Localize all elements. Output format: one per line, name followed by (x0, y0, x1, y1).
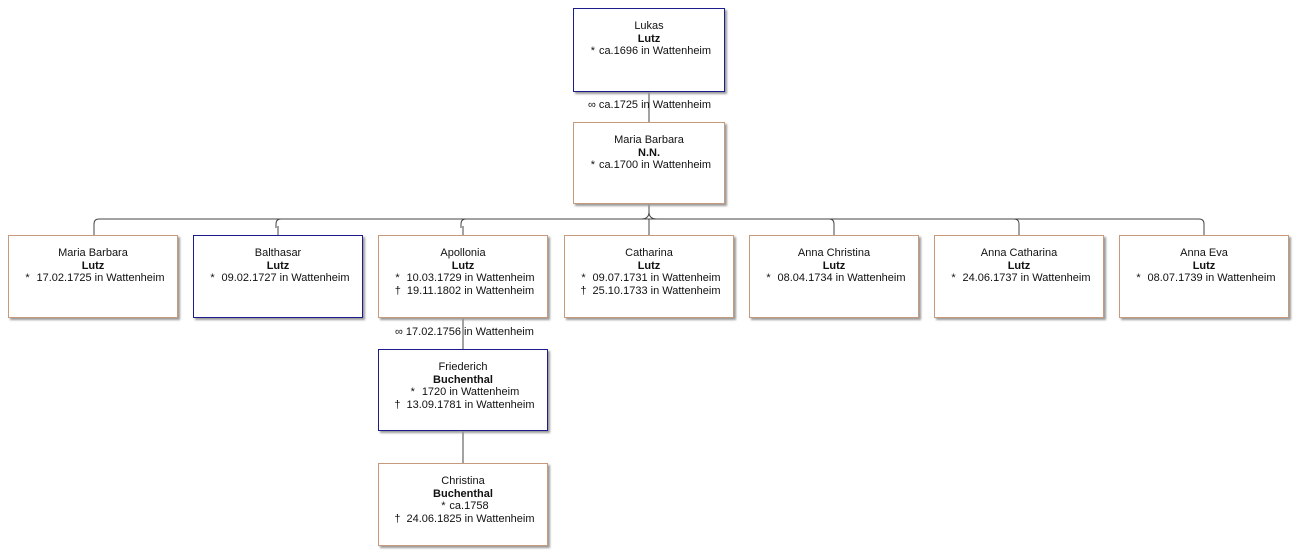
birth-icon: * (951, 272, 956, 284)
surname: N.N. (638, 146, 660, 159)
first-name: Christina (441, 475, 485, 487)
first-name: Anna Christina (797, 247, 871, 259)
death-icon: † (394, 398, 401, 411)
birth-icon: * (410, 386, 415, 398)
birth-line: * 08.07.1739 in Wattenheim (1120, 272, 1288, 285)
death-icon: † (580, 284, 587, 297)
surname: Lutz (637, 259, 661, 272)
first-name: Anna Eva (1180, 247, 1228, 259)
birth-icon: * (581, 272, 586, 284)
marriage-icon: ∞ (588, 99, 596, 111)
surname: Lutz (822, 259, 846, 272)
first-name: Apollonia (440, 247, 486, 259)
marriage-label-parents: ∞ ca.1725 in Wattenheim (588, 99, 712, 111)
surname: Buchenthal (433, 487, 493, 500)
birth-icon: * (210, 272, 215, 284)
person-card-maria-barbara-nn[interactable]: Maria Barbara N.N. *ca.1700 in Wattenhei… (573, 122, 725, 204)
first-name: Maria Barbara (58, 247, 128, 259)
birth-icon: * (395, 272, 400, 284)
surname: Lutz (1192, 259, 1216, 272)
death-icon: † (394, 284, 401, 297)
birth-icon: * (590, 45, 596, 57)
birth-line: * 10.03.1729 in Wattenheim (379, 272, 547, 285)
person-card-friederich-buchenthal[interactable]: Friederich Buchenthal * 1720 in Wattenhe… (378, 349, 548, 431)
first-name: Lukas (634, 20, 664, 32)
death-line: † 19.11.1802 in Wattenheim (379, 285, 547, 298)
death-line: † 13.09.1781 in Wattenheim (379, 399, 547, 412)
birth-line: * 24.06.1737 in Wattenheim (935, 272, 1103, 285)
surname: Lutz (451, 259, 475, 272)
person-card-anna-christina-lutz[interactable]: Anna Christina Lutz * 08.04.1734 in Watt… (749, 235, 919, 318)
first-name: Friederich (438, 361, 488, 373)
person-card-balthasar-lutz[interactable]: Balthasar Lutz * 09.02.1727 in Wattenhei… (193, 235, 363, 318)
birth-line: *ca.1758 (379, 500, 547, 513)
death-icon: † (394, 512, 401, 525)
death-line: † 25.10.1733 in Wattenheim (565, 285, 733, 298)
birth-icon: * (1136, 272, 1141, 284)
person-card-lukas-lutz[interactable]: Lukas Lutz *ca.1696 in Wattenheim (573, 8, 725, 92)
birth-line: * 17.02.1725 in Wattenheim (9, 272, 177, 285)
surname: Lutz (81, 259, 105, 272)
surname: Lutz (1007, 259, 1031, 272)
first-name: Balthasar (254, 247, 302, 259)
birth-line: * 08.04.1734 in Wattenheim (750, 272, 918, 285)
death-line: † 24.06.1825 in Wattenheim (379, 513, 547, 526)
person-card-anna-eva-lutz[interactable]: Anna Eva Lutz * 08.07.1739 in Wattenheim (1119, 235, 1289, 318)
birth-icon: * (590, 159, 596, 171)
marriage-icon: ∞ (395, 326, 403, 338)
birth-line: * 1720 in Wattenheim (379, 386, 547, 399)
person-card-catharina-lutz[interactable]: Catharina Lutz * 09.07.1731 in Wattenhei… (564, 235, 734, 318)
birth-icon: * (766, 272, 771, 284)
birth-line: *ca.1696 in Wattenheim (574, 45, 724, 58)
first-name: Anna Catharina (980, 247, 1058, 259)
person-card-maria-barbara-lutz[interactable]: Maria Barbara Lutz * 17.02.1725 in Watte… (8, 235, 178, 318)
birth-line: * 09.07.1731 in Wattenheim (565, 272, 733, 285)
person-card-apollonia-lutz[interactable]: Apollonia Lutz * 10.03.1729 in Wattenhei… (378, 235, 548, 318)
surname: Buchenthal (433, 373, 493, 386)
birth-icon: * (441, 500, 446, 512)
birth-icon: * (25, 272, 30, 284)
birth-line: * 09.02.1727 in Wattenheim (194, 272, 362, 285)
first-name: Catharina (625, 247, 673, 259)
birth-line: *ca.1700 in Wattenheim (574, 159, 724, 172)
first-name: Maria Barbara (614, 134, 684, 146)
person-card-anna-catharina-lutz[interactable]: Anna Catharina Lutz * 24.06.1737 in Watt… (934, 235, 1104, 318)
surname: Lutz (266, 259, 290, 272)
person-card-christina-buchenthal[interactable]: Christina Buchenthal *ca.1758 † 24.06.18… (378, 463, 548, 546)
marriage-label-apollonia: ∞ 17.02.1756 in Wattenheim (395, 326, 534, 338)
surname: Lutz (637, 32, 661, 45)
